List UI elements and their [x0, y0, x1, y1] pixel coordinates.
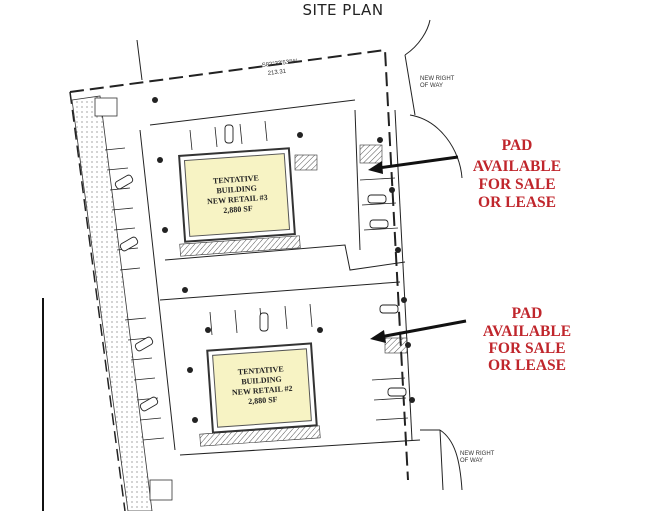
building-label-line: TENTATIVE [213, 173, 259, 185]
building-label-line: NEW RETAIL #3 [207, 193, 268, 206]
landscape-strip [71, 95, 153, 511]
parking-stalls [104, 120, 409, 441]
callout-line: FOR SALE [488, 340, 565, 357]
row-label-bottom-2: OF WAY [460, 458, 483, 464]
row-label-bottom: NEW RIGHT [460, 451, 495, 457]
building-retail-2: TENTATIVE BUILDING NEW RETAIL #2 2,880 S… [206, 342, 318, 434]
callout-line: OR LEASE [488, 357, 566, 374]
building-area: 2,880 SF [248, 395, 278, 406]
callout-line: AVAILABLE [483, 323, 571, 340]
building-area: 2,880 SF [223, 204, 253, 215]
drive-lines [139, 99, 421, 456]
row-label-top: NEW RIGHT [420, 76, 455, 82]
distance-label: 213.31 [268, 69, 288, 77]
bearing-label: S82°33'53"W [262, 59, 298, 69]
callout-line: OR LEASE [478, 194, 556, 211]
pad-callout-1: PAD AVAILABLE FOR SALE OR LEASE [473, 137, 561, 211]
pad-callout-2: PAD AVAILABLE FOR SALE OR LEASE [483, 305, 571, 374]
page-title: SITE PLAN [302, 1, 383, 19]
building-label-line: BUILDING [216, 184, 257, 196]
callout-line: PAD [502, 137, 533, 154]
arrow-icon [370, 319, 467, 343]
callout-line: AVAILABLE [473, 158, 561, 175]
building-label-line: BUILDING [241, 375, 282, 387]
arrow-icon [368, 155, 459, 174]
parked-cars [114, 124, 407, 412]
trees [152, 97, 415, 423]
hatched-areas [94, 97, 408, 501]
property-boundary: S82°33'53"W 213.31 NEW RIGHT OF WAY NEW … [69, 19, 495, 511]
building-label-line: TENTATIVE [238, 364, 284, 376]
callout-line: PAD [512, 305, 543, 322]
callout-line: FOR SALE [478, 176, 555, 193]
row-label-top-2: OF WAY [420, 83, 443, 89]
building-retail-3: TENTATIVE BUILDING NEW RETAIL #3 2,880 S… [178, 147, 296, 243]
building-label-line: NEW RETAIL #2 [232, 384, 293, 397]
